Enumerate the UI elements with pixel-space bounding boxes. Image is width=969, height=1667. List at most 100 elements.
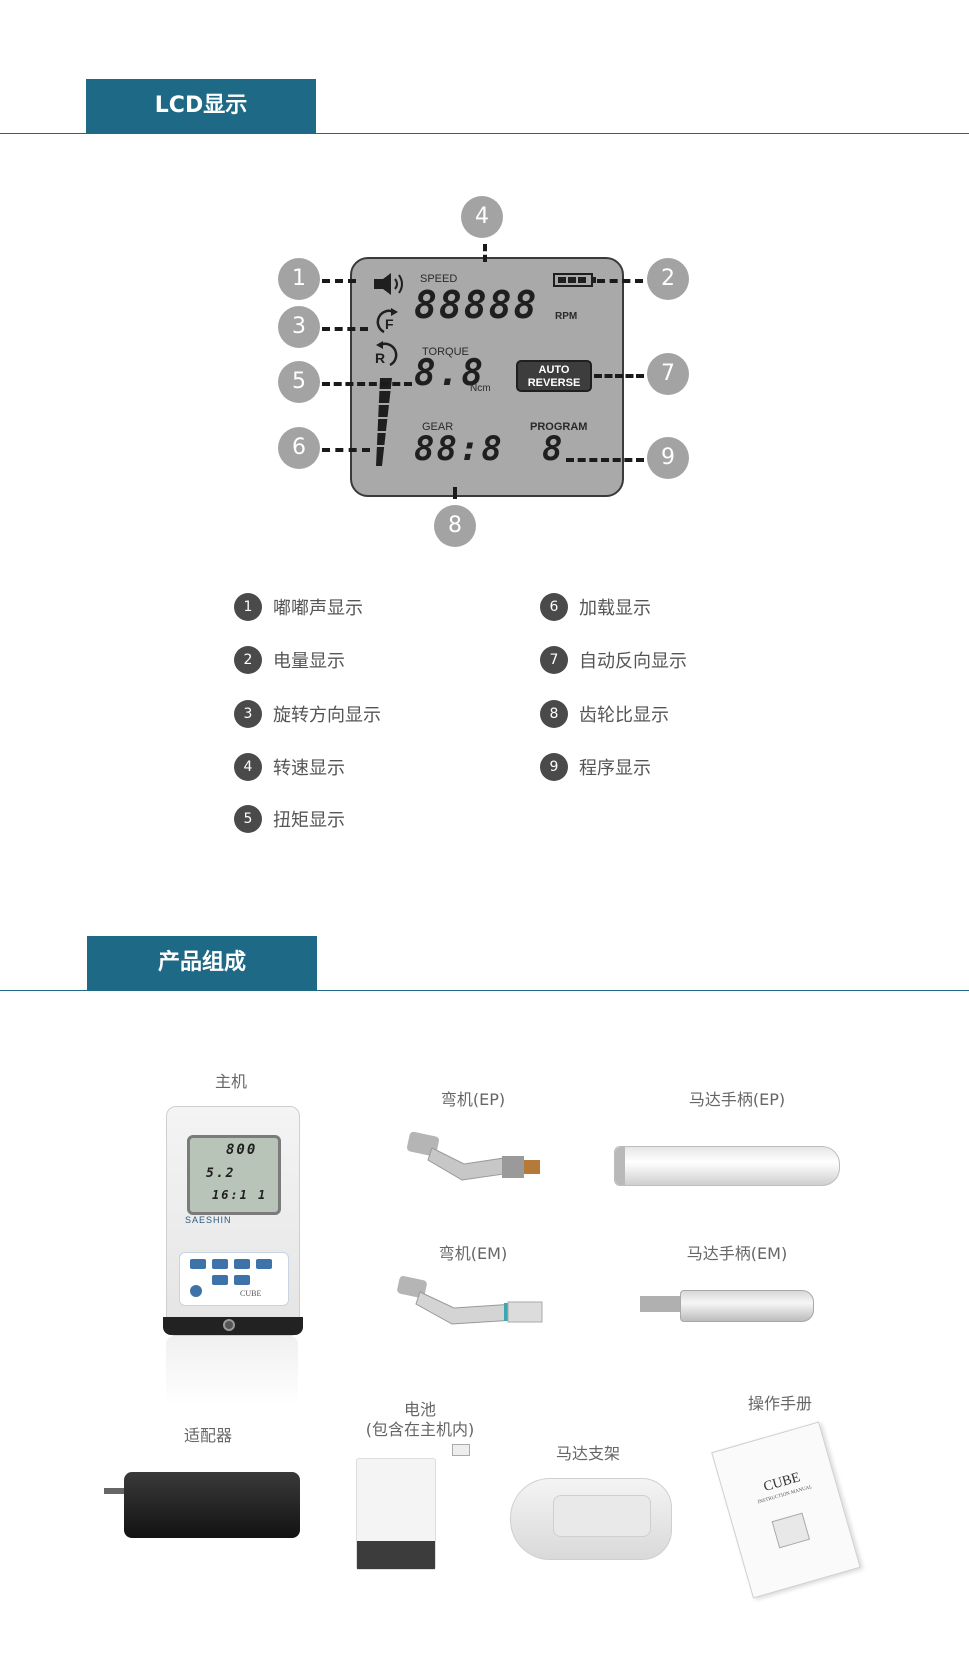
- manual-device-illustration: [771, 1512, 811, 1549]
- motor-handpiece-ep-image: [614, 1146, 840, 1186]
- auto-reverse-badge: AUTO REVERSE: [516, 360, 592, 392]
- forward-rotation-icon: F: [376, 308, 398, 334]
- speed-label: SPEED: [420, 273, 458, 285]
- section-divider: [0, 990, 969, 991]
- battery-icon: [553, 273, 596, 287]
- callout-2: 2: [647, 258, 689, 300]
- legend-text: 嘟嘟声显示: [273, 598, 363, 619]
- keypad-button-icon: [234, 1275, 250, 1285]
- leader-line: [594, 374, 644, 378]
- auto-label: AUTO: [538, 364, 570, 376]
- device-torque: 5.2: [206, 1166, 236, 1181]
- leader-line: [566, 458, 644, 462]
- legend-text: 电量显示: [273, 651, 345, 672]
- program-digit: 8: [542, 429, 565, 469]
- legend-number: 9: [540, 753, 568, 781]
- torque-digits: 8.8: [414, 353, 486, 394]
- callout-4: 4: [461, 196, 503, 238]
- ncm-label: Ncm: [470, 383, 491, 394]
- legend-number: 6: [540, 593, 568, 621]
- keypad-button-icon: [256, 1259, 272, 1269]
- lcd-panel: SPEED 88888 RPM F R TORQUE 8.8 Ncm AUTO: [350, 257, 624, 497]
- reflection: [166, 1336, 298, 1406]
- contra-angle-em-image: [397, 1276, 543, 1325]
- motor-em-label: 马达手柄(EM): [686, 1244, 788, 1263]
- keypad-button-icon: [234, 1259, 250, 1269]
- battery-image: [356, 1458, 436, 1570]
- contra-ep-label: 弯机(EP): [440, 1090, 506, 1109]
- callout-6: 6: [278, 427, 320, 469]
- device-keypad: CUBE: [179, 1252, 289, 1306]
- leader-line: [453, 487, 457, 499]
- leader-line: [597, 279, 643, 283]
- keypad-button-icon: [212, 1275, 228, 1285]
- speed-digits: 88888: [414, 283, 539, 327]
- device-product-name: CUBE: [240, 1289, 262, 1298]
- callout-7: 7: [647, 353, 689, 395]
- legend-text: 扭矩显示: [273, 810, 345, 831]
- main-unit-image: 800 5.2 16:1 1 SAESHIN CUBE: [163, 1106, 303, 1336]
- components-section-title: 产品组成: [87, 936, 317, 990]
- leader-line: [322, 448, 370, 452]
- device-program: 1: [258, 1188, 268, 1202]
- legend-text: 自动反向显示: [579, 651, 687, 672]
- gear-digits: 88:8: [414, 429, 504, 469]
- brand-logo: SAESHIN: [185, 1215, 232, 1225]
- leader-line: [483, 244, 487, 262]
- program-label: PROGRAM: [530, 421, 588, 433]
- manual-image: CUBE INSTRUCTION MANUAL: [711, 1421, 861, 1599]
- callout-8: 8: [434, 505, 476, 547]
- adapter-image: [124, 1472, 300, 1538]
- reverse-label: REVERSE: [527, 377, 581, 389]
- legend-number: 3: [234, 700, 262, 728]
- legend-text: 转速显示: [273, 758, 345, 779]
- callout-3: 3: [278, 306, 320, 348]
- battery-note: (包含在主机内): [365, 1420, 475, 1439]
- legend-number: 2: [234, 646, 262, 674]
- adapter-label: 适配器: [183, 1426, 232, 1445]
- legend-number: 1: [234, 593, 262, 621]
- leader-line: [322, 279, 356, 283]
- leader-line: [322, 382, 412, 386]
- connector-port-icon: [223, 1319, 235, 1331]
- keypad-button-icon: [190, 1259, 206, 1269]
- motor-stand-image: [510, 1478, 672, 1560]
- device-base: [163, 1317, 303, 1335]
- motor-stand-label: 马达支架: [555, 1444, 620, 1463]
- legend-number: 8: [540, 700, 568, 728]
- device-screen: 800 5.2 16:1 1: [187, 1135, 281, 1215]
- gear-label: GEAR: [422, 421, 454, 433]
- device-gear: 16:1: [212, 1188, 249, 1202]
- contra-angle-ep-image: [406, 1131, 540, 1181]
- legend-number: 7: [540, 646, 568, 674]
- legend-text: 程序显示: [579, 758, 651, 779]
- power-button-icon: [190, 1285, 202, 1297]
- motor-em-connector: [640, 1296, 680, 1312]
- motor-ep-label: 马达手柄(EP): [688, 1090, 786, 1109]
- lcd-section-title: LCD显示: [86, 79, 316, 133]
- battery-label: 电池: [403, 1400, 436, 1419]
- section-divider: [0, 133, 969, 134]
- device-speed: 800: [226, 1142, 258, 1158]
- contra-em-label: 弯机(EM): [438, 1244, 508, 1263]
- battery-plug: [452, 1444, 470, 1456]
- adapter-cable: [104, 1488, 128, 1494]
- keypad-button-icon: [212, 1259, 228, 1269]
- stand-cradle: [553, 1495, 651, 1537]
- reverse-rotation-icon: R: [375, 341, 398, 367]
- manual-label: 操作手册: [747, 1394, 812, 1413]
- legend-number: 4: [234, 753, 262, 781]
- callout-1: 1: [278, 258, 320, 300]
- legend-text: 齿轮比显示: [579, 705, 669, 726]
- main-unit-label: 主机: [214, 1072, 247, 1091]
- load-bar-icon: [376, 378, 394, 466]
- motor-handpiece-em-image: [680, 1290, 814, 1322]
- speaker-icon: [374, 273, 403, 295]
- legend-text: 旋转方向显示: [273, 705, 381, 726]
- legend-number: 5: [234, 805, 262, 833]
- reverse-glyph: R: [375, 350, 385, 366]
- callout-9: 9: [647, 437, 689, 479]
- legend-text: 加载显示: [579, 598, 651, 619]
- callout-5: 5: [278, 361, 320, 403]
- battery-foam-pad: [357, 1541, 435, 1569]
